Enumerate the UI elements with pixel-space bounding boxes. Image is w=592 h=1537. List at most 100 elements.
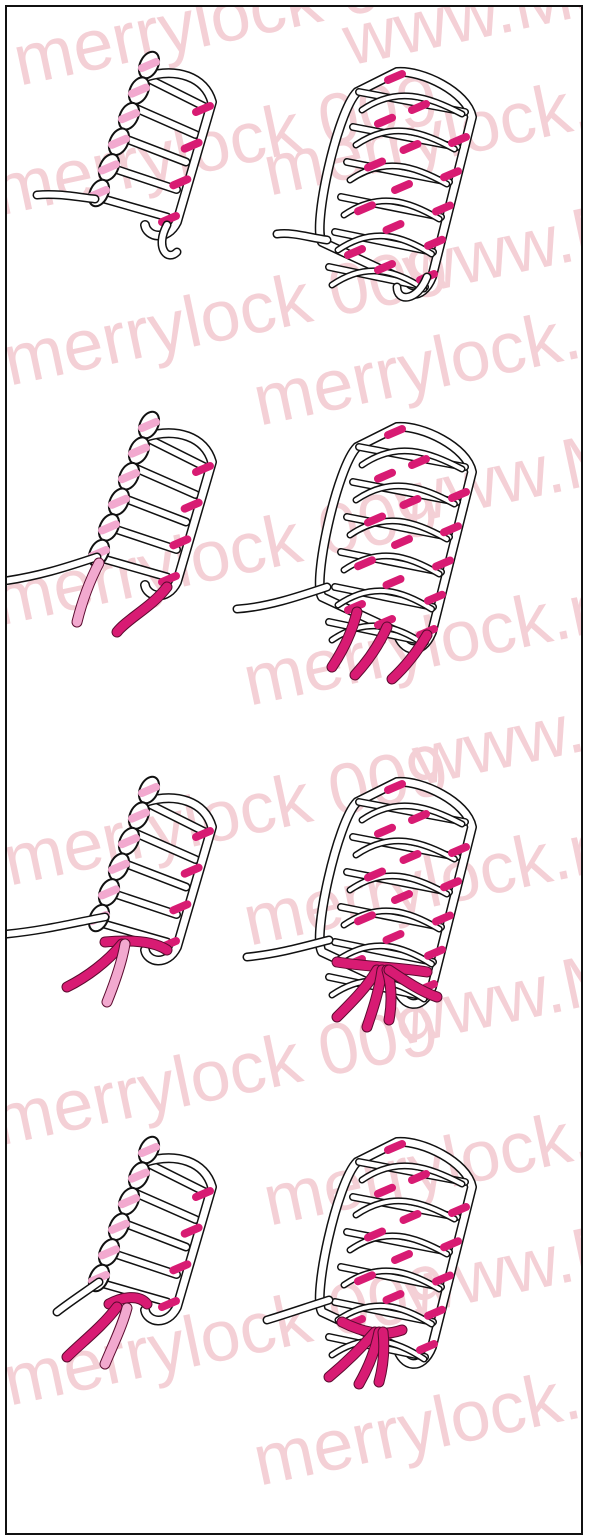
needle-stitch-dark xyxy=(185,143,199,149)
needle-stitch-row-3 xyxy=(436,561,450,567)
needle-stitch-row-3 xyxy=(436,1276,450,1282)
needle-stitch-row-1 xyxy=(378,118,392,124)
needle-stitch-row-3 xyxy=(428,595,442,601)
needle-stitch-row-2 xyxy=(387,579,401,585)
step-2-cover-panel xyxy=(237,427,472,679)
needle-stitch-row-3 xyxy=(428,240,442,246)
needle-stitch-row-1 xyxy=(378,828,392,834)
needle-stitch-light xyxy=(102,1249,116,1255)
needle-stitch-light xyxy=(122,1198,136,1204)
needle-stitch-light xyxy=(112,499,126,505)
rung-thread xyxy=(109,167,177,190)
step-4-chain-panel xyxy=(57,1134,212,1364)
step-1-chain-panel xyxy=(37,49,212,256)
thread-ending-diagram xyxy=(7,7,583,1535)
rung-thread xyxy=(97,557,167,577)
step-4-cover-panel xyxy=(267,1142,472,1384)
needle-stitch-dark xyxy=(162,1301,176,1307)
needle-stitch-light xyxy=(112,864,126,870)
needle-stitch-light xyxy=(112,139,126,145)
step-3-cover-panel xyxy=(247,782,472,1027)
needle-stitch-row-1 xyxy=(358,560,372,566)
needle-stitch-row-2 xyxy=(404,144,418,150)
needle-stitch-light xyxy=(142,1147,156,1153)
needle-stitch-row-3 xyxy=(452,492,466,498)
needle-stitch-dark xyxy=(185,868,199,874)
needle-stitch-row-2 xyxy=(404,854,418,860)
needle-stitch-row-2 xyxy=(395,539,409,545)
needle-stitch-row-3 xyxy=(436,916,450,922)
needle-stitch-row-1 xyxy=(358,205,372,211)
needle-stitch-row-2 xyxy=(404,499,418,505)
rung-thread xyxy=(133,1192,196,1220)
needle-stitch-row-3 xyxy=(428,1310,442,1316)
needle-stitch-light xyxy=(142,422,156,428)
needle-stitch-row-3 xyxy=(452,137,466,143)
needle-stitch-row-1 xyxy=(368,517,382,523)
needle-stitch-row-3 xyxy=(444,881,458,887)
needle-stitch-row-2 xyxy=(404,1214,418,1220)
needle-stitch-light xyxy=(102,889,116,895)
needle-stitch-light xyxy=(102,164,116,170)
rung-thread xyxy=(133,467,196,495)
needle-stitch-row-1 xyxy=(388,1144,402,1150)
needle-stitch-light xyxy=(142,62,156,68)
loose-tail xyxy=(57,1282,99,1312)
needle-stitch-row-3 xyxy=(444,526,458,532)
rung-thread xyxy=(109,1252,177,1275)
needle-stitch-dark xyxy=(173,904,187,910)
dark-tail xyxy=(117,587,167,632)
needle-stitch-row-1 xyxy=(368,1232,382,1238)
needle-stitch-light xyxy=(122,838,136,844)
needle-stitch-row-3 xyxy=(452,847,466,853)
needle-stitch-row-3 xyxy=(436,206,450,212)
needle-stitch-light xyxy=(102,524,116,530)
needle-stitch-dark xyxy=(173,179,187,185)
rung-thread xyxy=(133,107,196,135)
needle-stitch-light xyxy=(122,113,136,119)
needle-stitch-dark xyxy=(196,831,210,837)
needle-stitch-row-1 xyxy=(358,1275,372,1281)
needle-stitch-dark xyxy=(196,466,210,472)
needle-stitch-row-2 xyxy=(412,814,426,820)
needle-stitch-row-1 xyxy=(378,473,392,479)
needle-stitch-dark xyxy=(185,503,199,509)
needle-stitch-row-3 xyxy=(452,1207,466,1213)
needle-stitch-light xyxy=(132,88,146,94)
needle-stitch-row-2 xyxy=(395,1254,409,1260)
diagram-stage xyxy=(7,7,583,1535)
needle-stitch-row-1 xyxy=(388,74,402,80)
needle-stitch-row-3 xyxy=(444,171,458,177)
step-3-chain-panel xyxy=(7,774,212,1002)
loose-tail xyxy=(237,587,327,609)
needle-stitch-row-2 xyxy=(395,184,409,190)
needle-stitch-light xyxy=(132,448,146,454)
needle-stitch-light xyxy=(132,813,146,819)
dark-tail-3 xyxy=(379,1332,384,1382)
rung-thread xyxy=(121,497,186,522)
needle-stitch-light xyxy=(122,473,136,479)
needle-stitch-row-1 xyxy=(368,872,382,878)
needle-stitch-dark xyxy=(173,1264,187,1270)
needle-stitch-row-3 xyxy=(428,950,442,956)
needle-stitch-dark xyxy=(173,539,187,545)
needle-stitch-dark xyxy=(196,106,210,112)
needle-stitch-row-2 xyxy=(412,1174,426,1180)
needle-stitch-row-1 xyxy=(368,162,382,168)
rung-thread xyxy=(121,137,186,162)
needle-stitch-light xyxy=(142,787,156,793)
needle-stitch-row-3 xyxy=(420,1344,434,1350)
needle-stitch-dark xyxy=(185,1228,199,1234)
rung-thread xyxy=(133,832,196,860)
needle-stitch-row-2 xyxy=(387,934,401,940)
needle-stitch-light xyxy=(112,1224,126,1230)
needle-stitch-row-1 xyxy=(378,1188,392,1194)
step-2-chain-panel xyxy=(7,409,212,632)
needle-stitch-light xyxy=(132,1173,146,1179)
illustration-frame: merrylock 009www.Merrylock.rumerrylock 0… xyxy=(5,5,583,1535)
rung-thread xyxy=(109,527,177,550)
needle-stitch-row-2 xyxy=(395,894,409,900)
rung-thread xyxy=(109,892,177,915)
step-1-cover-panel xyxy=(277,72,472,297)
